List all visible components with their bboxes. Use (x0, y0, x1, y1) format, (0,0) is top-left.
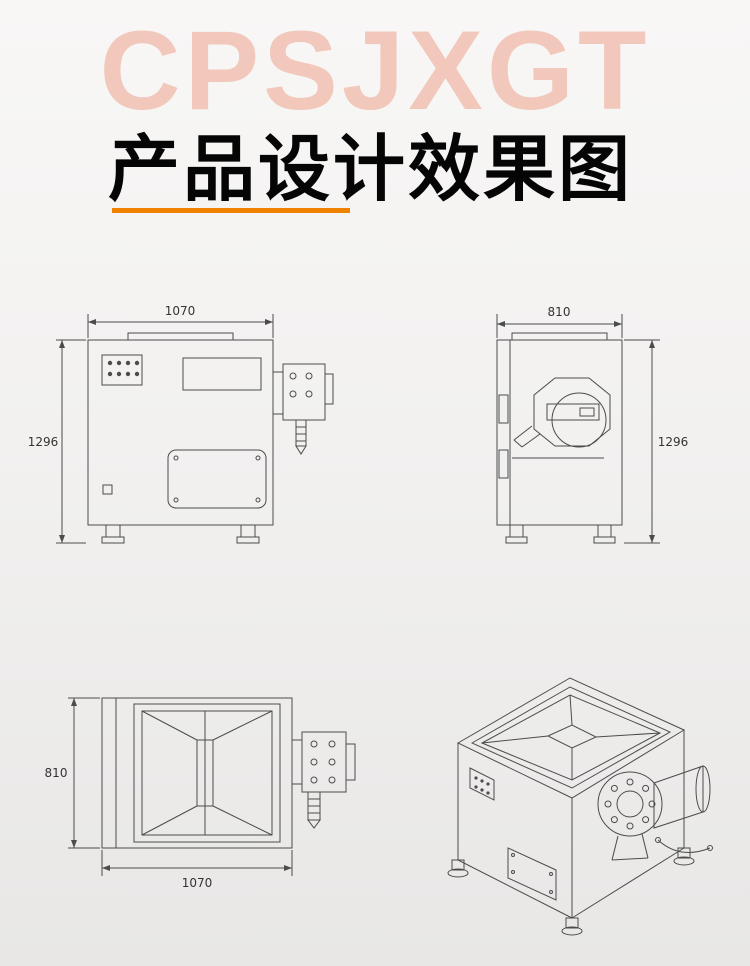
iso-nameplate (507, 847, 557, 901)
front-left-dimension: 1296 (28, 339, 86, 544)
front-top-dimension: 1070 (87, 304, 274, 338)
iso-hopper (470, 686, 672, 789)
top-view: 810 1070 (42, 678, 362, 893)
title-underline (112, 208, 350, 213)
front-grinder-head (272, 363, 334, 455)
iso-feet (447, 847, 695, 936)
side-flywheel-mechanism (512, 377, 611, 459)
side-width-label: 810 (548, 305, 571, 319)
front-view: 1070 1296 (28, 300, 338, 590)
front-machine-body (87, 332, 274, 544)
watermark-text: CPSJXGT (99, 8, 651, 133)
top-machine-body (101, 697, 293, 849)
top-grinder-head (291, 731, 356, 829)
side-height-label: 1296 (658, 435, 689, 449)
iso-machine-body (456, 677, 686, 919)
front-width-label: 1070 (165, 304, 196, 318)
isometric-view (408, 608, 738, 953)
top-bottom-dimension: 1070 (101, 850, 293, 890)
side-view-drawing: 810 1296 (496, 305, 689, 544)
iso-control-panel (469, 767, 495, 801)
side-view: 810 1296 (452, 300, 692, 590)
isometric-view-drawing (447, 677, 713, 936)
side-machine-body (496, 332, 623, 544)
page-title: 产品设计效果图 (108, 130, 634, 210)
front-height-label: 1296 (28, 435, 58, 449)
side-right-dimension: 1296 (624, 339, 689, 544)
top-width-label: 1070 (182, 876, 213, 890)
iso-grinder-head (597, 765, 713, 861)
front-view-drawing: 1070 1296 (28, 304, 334, 544)
top-height-label: 810 (45, 766, 68, 780)
side-top-dimension: 810 (496, 305, 623, 338)
top-view-drawing: 810 1070 (45, 697, 356, 890)
top-left-dimension: 810 (45, 697, 100, 849)
